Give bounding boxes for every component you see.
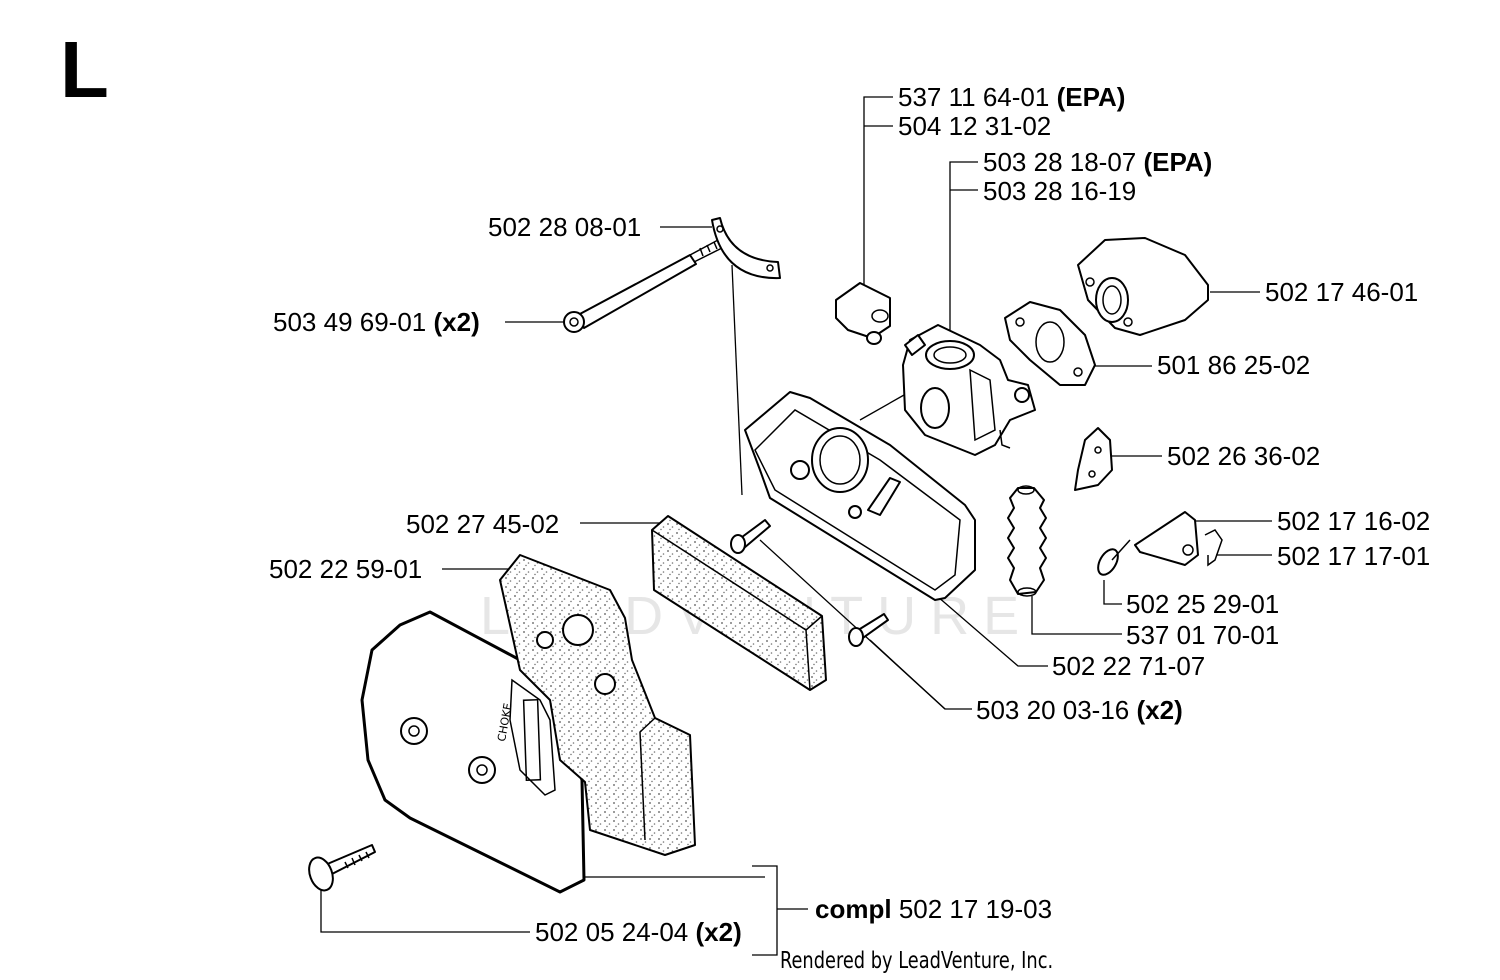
part-label-504-12-31-02: 504 12 31-02 [898,113,1051,139]
part-number: 504 12 31-02 [898,111,1052,141]
part-number: 502 22 71-07 [1052,651,1206,681]
part-label-503-49-69-01: 503 49 69-01 (x2) [273,309,480,335]
part-label-503-28-16-19: 503 28 16-19 [983,178,1136,204]
part-number: 502 26 36-02 [1167,441,1321,471]
part-label-502-27-45-02: 502 27 45-02 [406,511,559,537]
rubber-bellows [1007,485,1047,597]
part-label-537-01-70-01: 537 01 70-01 [1126,622,1279,648]
part-label-502-17-46-01: 502 17 46-01 [1265,279,1418,305]
filter-housing [744,391,976,601]
filter-foam [499,554,696,856]
part-number: 502 22 59-01 [269,554,423,584]
part-number: 502 28 08-01 [488,212,642,242]
part-number: 502 05 24-04 [535,917,689,947]
part-tag: (EPA) [1143,147,1213,177]
part-number: 503 28 18-07 [983,147,1137,177]
part-number: 537 11 64-01 [898,82,1050,112]
part-label-501-86-25-02: 501 86 25-02 [1157,352,1310,378]
part-label-503-28-18-07: 503 28 18-07 (EPA) [983,149,1212,175]
part-number: 503 20 03-16 [976,695,1130,725]
housing-screw-lower [848,613,889,647]
half-moon-bracket [711,217,781,280]
part-label-503-20-03-16: 503 20 03-16 (x2) [976,697,1183,723]
part-number: 503 28 16-19 [983,176,1137,206]
cover-screw [308,844,376,892]
part-label-502-05-24-04: 502 05 24-04 (x2) [535,919,742,945]
part-tag: (x2) [433,307,480,337]
part-tag: (EPA) [1056,82,1126,112]
part-number: 502 27 45-02 [406,509,560,539]
housing-screw-upper [730,519,771,554]
part-label-502-17-16-02: 502 17 16-02 [1277,508,1430,534]
section-letter: L [60,25,109,114]
part-number: 537 01 70-01 [1126,620,1280,650]
long-bolt [563,239,723,333]
small-plate [1074,427,1113,491]
intake-gasket [1004,301,1096,386]
intake-adapter [1077,237,1209,336]
part-number: 502 25 29-01 [1126,589,1280,619]
part-number: 502 17 16-02 [1277,506,1431,536]
part-label-502-22-71-07: 502 22 71-07 [1052,653,1205,679]
part-label-502-26-36-02: 502 26 36-02 [1167,443,1320,469]
leader-lines [320,96,1272,956]
part-label-502-25-29-01: 502 25 29-01 [1126,591,1279,617]
part-number: 502 17 46-01 [1265,277,1419,307]
part-number: 502 17 17-01 [1277,541,1431,571]
carburetor [902,324,1036,456]
part-label-compl-502-17-19-03: compl 502 17 19-03 [815,896,1052,922]
lever-arm [1134,511,1199,566]
part-tag: (x2) [695,917,742,947]
part-number: 501 86 25-02 [1157,350,1311,380]
part-label-537-11-64-01: 537 11 64-01 (EPA) [898,84,1125,110]
part-number: 503 49 69-01 [273,307,427,337]
part-tag: compl [815,894,892,924]
part-tag: (x2) [1136,695,1183,725]
render-credit: Rendered by LeadVenture, Inc. [780,948,1054,974]
spring-clip [1204,529,1223,567]
part-label-502-28-08-01: 502 28 08-01 [488,214,641,240]
throttle-clip [835,282,891,345]
coil-spring [1097,539,1131,576]
filter-element [651,515,827,691]
part-number: 502 17 19-03 [898,894,1053,924]
part-label-502-22-59-01: 502 22 59-01 [269,556,422,582]
part-label-502-17-17-01: 502 17 17-01 [1277,543,1430,569]
